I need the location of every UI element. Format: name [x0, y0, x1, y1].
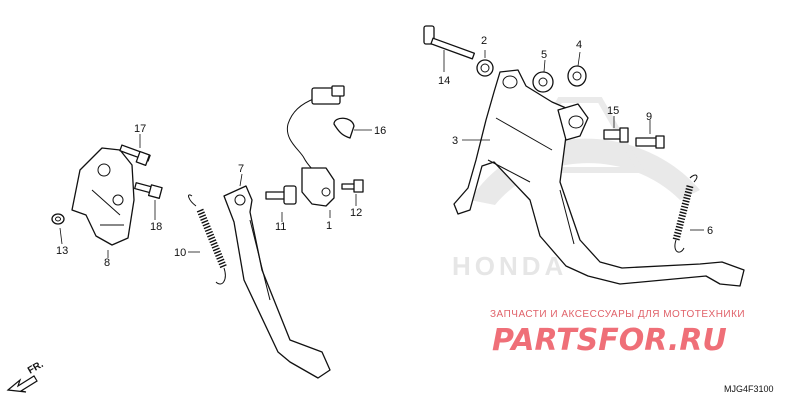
label-12: 12: [350, 207, 362, 219]
watermark-tagline: ЗАПЧАСТИ И АКСЕССУАРЫ ДЛЯ МОТОТЕХНИКИ: [490, 309, 745, 320]
label-6: 6: [707, 225, 713, 237]
partsfor-watermark: ЗАПЧАСТИ И АКСЕССУАРЫ ДЛЯ МОТОТЕХНИКИ PA…: [490, 309, 745, 358]
label-15: 15: [607, 105, 619, 117]
bolt-14: [423, 25, 476, 60]
label-3: 3: [452, 135, 458, 147]
label-14: 14: [438, 75, 450, 87]
main-stand-3: [453, 69, 745, 287]
label-10: 10: [174, 247, 186, 259]
label-7: 7: [238, 163, 244, 175]
label-16: 16: [374, 125, 386, 137]
leader-lines: [59, 50, 704, 258]
callout-labels: 1 2 3 4 5 6 7 8 9 10 11 12 13 14 15 16 1…: [56, 35, 713, 269]
label-9: 9: [646, 111, 652, 123]
bolt-11: [265, 185, 297, 205]
label-8: 8: [104, 257, 110, 269]
bolt-18: [134, 182, 163, 199]
collar-2: [476, 59, 494, 77]
part-bracket-8: [71, 147, 135, 246]
side-stand-7: [223, 185, 331, 379]
bolt-17: [119, 144, 151, 166]
nut-13: [51, 213, 65, 225]
honda-watermark-text: HONDA: [452, 251, 567, 281]
label-18: 18: [150, 221, 162, 233]
label-5: 5: [541, 49, 547, 61]
spring-10: [188, 194, 228, 285]
label-13: 13: [56, 245, 68, 257]
pin-9: [635, 135, 665, 149]
bushing-4: [567, 65, 587, 87]
drawing-code: MJG4F3100: [724, 384, 774, 394]
label-11: 11: [275, 221, 286, 233]
fr-label: FR.: [26, 359, 46, 377]
clamp-16: [333, 117, 355, 139]
bushing-5: [532, 71, 554, 93]
front-direction-arrow: FR.: [6, 359, 46, 393]
stand-switch-1: [286, 85, 345, 207]
bolt-15: [603, 127, 629, 143]
bolt-12: [341, 179, 364, 193]
watermark-logo: PARTSFOR.RU: [492, 323, 727, 358]
label-4: 4: [576, 39, 582, 51]
label-2: 2: [481, 35, 487, 47]
spring-6: [672, 174, 698, 253]
label-17: 17: [134, 123, 146, 135]
label-1: 1: [326, 220, 332, 232]
